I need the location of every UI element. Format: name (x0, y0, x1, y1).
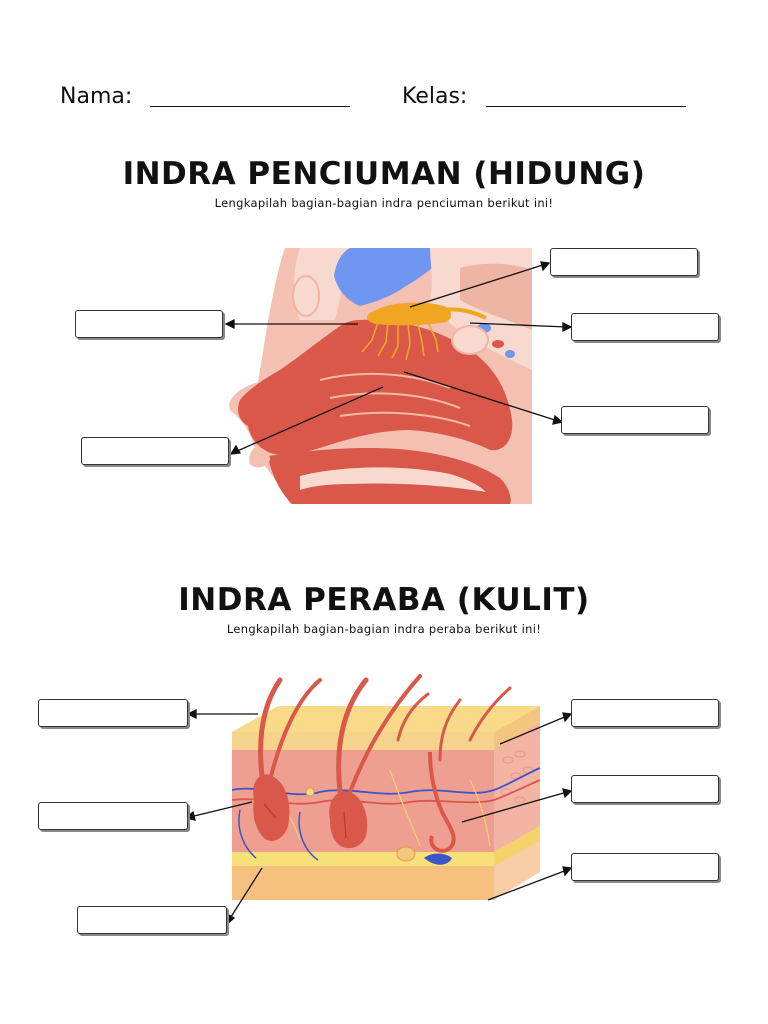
answer-box-skin-left-middle[interactable] (38, 802, 188, 830)
answer-box-olfactory-bulb[interactable] (550, 248, 698, 276)
answer-box-skin-right-lower[interactable] (571, 853, 719, 881)
smell-section-title: INDRA PENCIUMAN (HIDUNG) (122, 156, 646, 192)
nama-field[interactable] (150, 106, 350, 107)
answer-box-skin-hair[interactable] (38, 699, 188, 727)
answer-box-skin-epidermis[interactable] (571, 699, 719, 727)
kelas-label: Kelas: (402, 84, 468, 109)
touch-section-title: INDRA PERABA (KULIT) (178, 582, 590, 618)
nama-label: Nama: (60, 84, 133, 109)
touch-section-instruction: Lengkapilah bagian-bagian indra peraba b… (226, 622, 542, 636)
answer-box-skin-left-lower[interactable] (77, 906, 227, 934)
answer-box-nose-right-lower[interactable] (561, 406, 709, 434)
answer-box-nose-left-lower[interactable] (81, 437, 229, 465)
kelas-field[interactable] (486, 106, 686, 107)
answer-box-nose-right-middle[interactable] (571, 313, 719, 341)
answer-box-nose-left-upper[interactable] (75, 310, 223, 338)
answer-box-skin-right-middle[interactable] (571, 775, 719, 803)
smell-section-instruction: Lengkapilah bagian-bagian indra penciuma… (214, 196, 554, 210)
